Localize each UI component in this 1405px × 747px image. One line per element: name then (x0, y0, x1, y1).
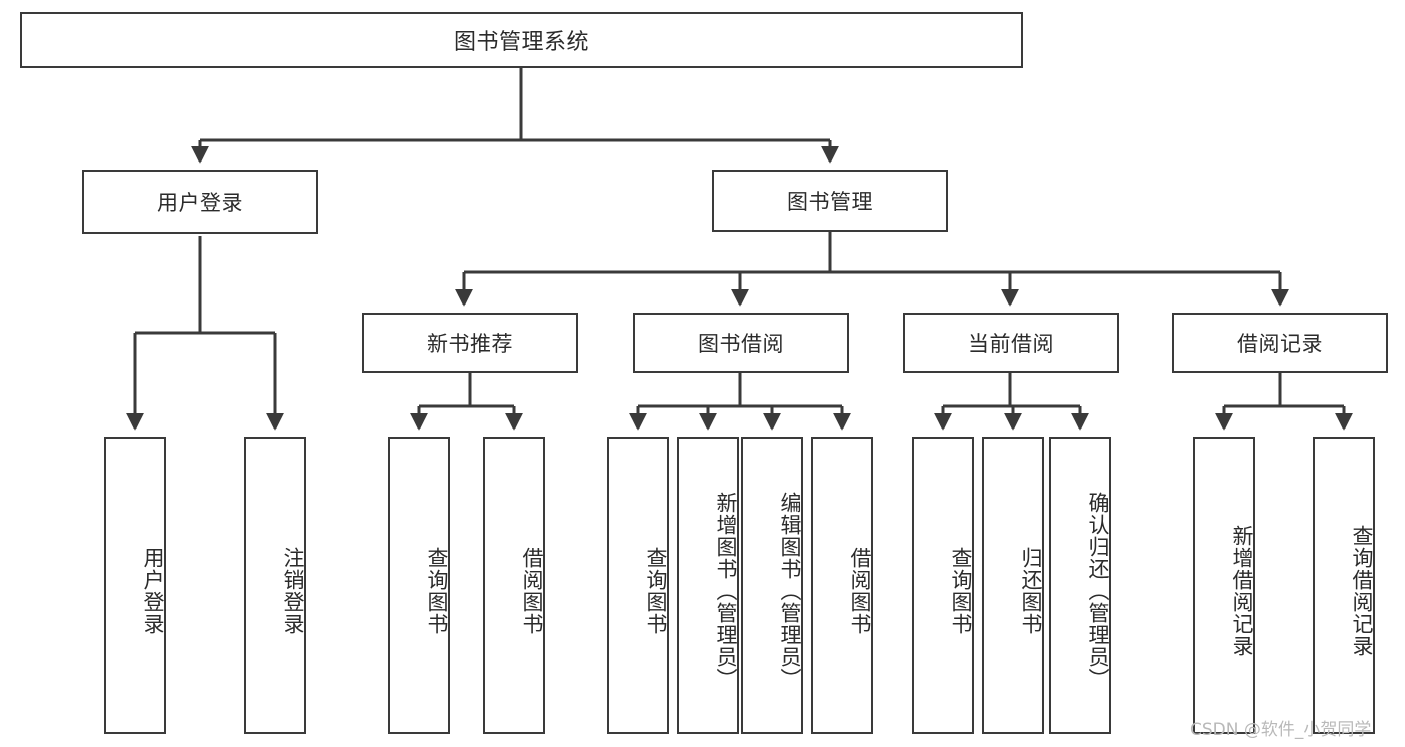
node-new-book-recommend[interactable]: 新书推荐 (362, 313, 578, 373)
leaf-borrow-record-add-record[interactable]: 新增借阅记录 (1193, 437, 1255, 734)
leaf-book-borrow-add-book-admin[interactable]: 新增图书（管理员） (677, 437, 739, 734)
leaf-book-borrow-borrow-book[interactable]: 借阅图书 (811, 437, 873, 734)
leaf-new-book-borrow-book[interactable]: 借阅图书 (483, 437, 545, 734)
leaf-new-book-query-book[interactable]: 查询图书 (388, 437, 450, 734)
leaf-current-borrow-confirm-return-admin[interactable]: 确认归还（管理员） (1049, 437, 1111, 734)
leaf-user-login-login[interactable]: 用户登录 (104, 437, 166, 734)
node-user-login[interactable]: 用户登录 (82, 170, 318, 234)
leaf-current-borrow-return-book[interactable]: 归还图书 (982, 437, 1044, 734)
leaf-book-borrow-query-book[interactable]: 查询图书 (607, 437, 669, 734)
node-book-borrow[interactable]: 图书借阅 (633, 313, 849, 373)
node-book-management[interactable]: 图书管理 (712, 170, 948, 232)
node-current-borrow[interactable]: 当前借阅 (903, 313, 1119, 373)
leaf-current-borrow-query-book[interactable]: 查询图书 (912, 437, 974, 734)
node-root-book-management-system[interactable]: 图书管理系统 (20, 12, 1023, 68)
node-borrow-record[interactable]: 借阅记录 (1172, 313, 1388, 373)
leaf-book-borrow-edit-book-admin[interactable]: 编辑图书（管理员） (741, 437, 803, 734)
leaf-user-login-logout[interactable]: 注销登录 (244, 437, 306, 734)
leaf-borrow-record-query-record[interactable]: 查询借阅记录 (1313, 437, 1375, 734)
